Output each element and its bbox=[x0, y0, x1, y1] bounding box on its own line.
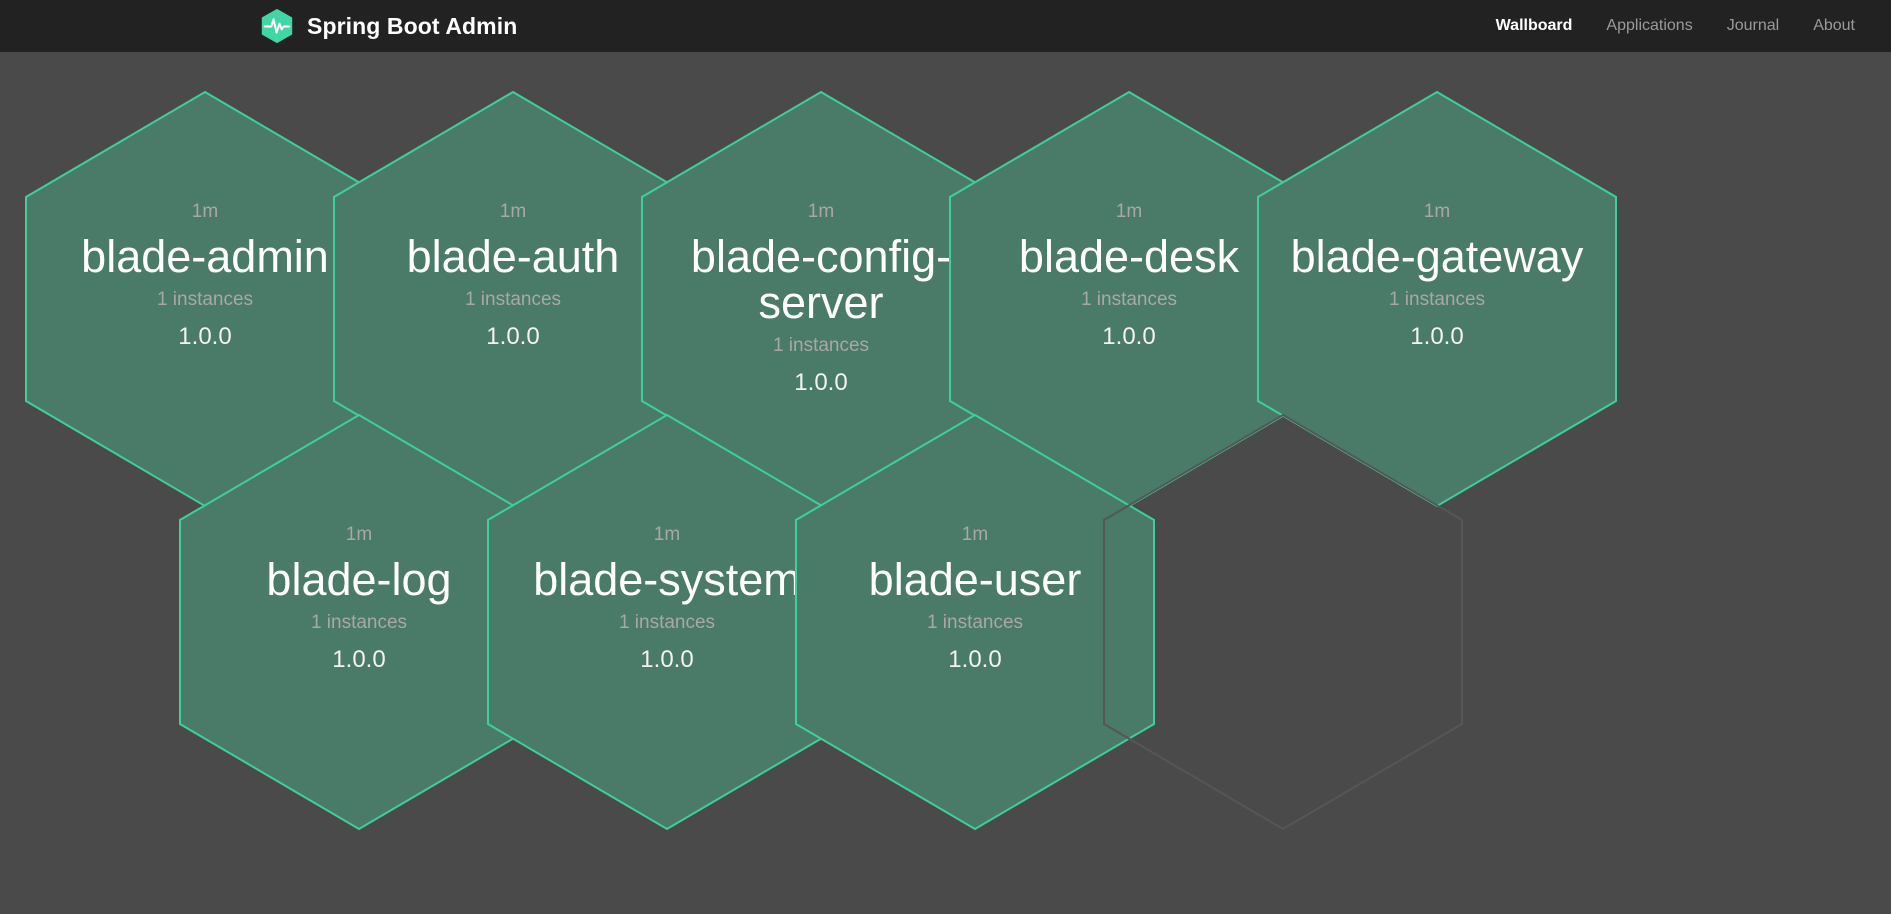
uptime-label: 1m bbox=[499, 201, 527, 222]
brand-title: Spring Boot Admin bbox=[307, 12, 518, 39]
main-navigation: Wallboard Applications Journal About bbox=[1496, 17, 1855, 35]
uptime-label: 1m bbox=[653, 524, 681, 545]
version-label: 1.0.0 bbox=[948, 645, 1002, 673]
version-label: 1.0.0 bbox=[794, 369, 848, 397]
instance-count: 1 instances bbox=[1080, 289, 1178, 311]
version-label: 1.0.0 bbox=[640, 645, 694, 673]
instance-count: 1 instances bbox=[772, 335, 870, 357]
application-hexagon-blade-gateway[interactable]: 1m blade-gateway 1 instances 1.0.0 bbox=[1255, 89, 1619, 509]
version-label: 1.0.0 bbox=[486, 322, 540, 350]
instance-count: 1 instances bbox=[926, 612, 1024, 634]
application-name: blade-config-server bbox=[690, 230, 952, 329]
hexagon-content: 1m blade-gateway 1 instances 1.0.0 bbox=[1255, 201, 1619, 352]
nav-item-wallboard[interactable]: Wallboard bbox=[1495, 17, 1573, 34]
uptime-label: 1m bbox=[345, 524, 373, 545]
instance-count: 1 instances bbox=[1388, 289, 1486, 311]
hexagon-content: 1m blade-user 1 instances 1.0.0 bbox=[793, 524, 1157, 675]
application-name: blade-gateway bbox=[1290, 230, 1584, 282]
hexagon-outline-shape bbox=[1103, 413, 1463, 831]
nav-item-journal[interactable]: Journal bbox=[1726, 17, 1780, 34]
application-name: blade-auth bbox=[406, 230, 620, 282]
uptime-label: 1m bbox=[807, 201, 835, 222]
application-hexagon-blade-desk[interactable]: 1m blade-desk 1 instances 1.0.0 bbox=[947, 89, 1311, 509]
instance-count: 1 instances bbox=[464, 289, 562, 311]
version-label: 1.0.0 bbox=[332, 645, 386, 673]
application-name: blade-system bbox=[533, 553, 801, 605]
nav-item-applications[interactable]: Applications bbox=[1606, 17, 1693, 34]
application-hexagon-blade-system[interactable]: 1m blade-system 1 instances 1.0.0 bbox=[485, 412, 849, 832]
brand-home-link[interactable]: Spring Boot Admin bbox=[258, 7, 517, 45]
uptime-label: 1m bbox=[961, 524, 989, 545]
application-name: blade-user bbox=[868, 553, 1082, 605]
application-hexagon-blade-log[interactable]: 1m blade-log 1 instances 1.0.0 bbox=[177, 412, 541, 832]
hexagon-shape bbox=[795, 413, 1155, 831]
heartbeat-hexagon-logo-icon bbox=[258, 7, 296, 45]
instance-count: 1 instances bbox=[310, 612, 408, 634]
application-hexagon-blade-config-server[interactable]: 1m blade-config-server 1 instances 1.0.0 bbox=[639, 89, 1003, 509]
instance-count: 1 instances bbox=[618, 612, 716, 634]
application-name: blade-admin bbox=[81, 230, 329, 282]
hexagon-content: 1m blade-admin 1 instances 1.0.0 bbox=[23, 201, 387, 352]
hexagon-content: 1m blade-config-server 1 instances 1.0.0 bbox=[639, 201, 1003, 398]
hexagon-content: 1m blade-desk 1 instances 1.0.0 bbox=[947, 201, 1311, 352]
version-label: 1.0.0 bbox=[178, 322, 232, 350]
hexagon-content: 1m blade-system 1 instances 1.0.0 bbox=[485, 524, 849, 675]
application-name: blade-log bbox=[266, 553, 452, 605]
uptime-label: 1m bbox=[1423, 201, 1451, 222]
nav-item-about[interactable]: About bbox=[1813, 17, 1855, 34]
version-label: 1.0.0 bbox=[1410, 322, 1464, 350]
uptime-label: 1m bbox=[191, 201, 219, 222]
application-name: blade-desk bbox=[1018, 230, 1240, 282]
application-hexagon-blade-admin[interactable]: 1m blade-admin 1 instances 1.0.0 bbox=[23, 89, 387, 509]
hexagon-content: 1m blade-auth 1 instances 1.0.0 bbox=[331, 201, 695, 352]
wallboard-grid: 1m blade-admin 1 instances 1.0.0 1m blad… bbox=[0, 52, 1891, 914]
hexagon-content: 1m blade-log 1 instances 1.0.0 bbox=[177, 524, 541, 675]
application-hexagon-blade-auth[interactable]: 1m blade-auth 1 instances 1.0.0 bbox=[331, 89, 695, 509]
top-navbar: Spring Boot Admin Wallboard Applications… bbox=[0, 0, 1891, 52]
instance-count: 1 instances bbox=[156, 289, 254, 311]
version-label: 1.0.0 bbox=[1102, 322, 1156, 350]
empty-hexagon-slot bbox=[1101, 412, 1465, 832]
uptime-label: 1m bbox=[1115, 201, 1143, 222]
application-hexagon-blade-user[interactable]: 1m blade-user 1 instances 1.0.0 bbox=[793, 412, 1157, 832]
